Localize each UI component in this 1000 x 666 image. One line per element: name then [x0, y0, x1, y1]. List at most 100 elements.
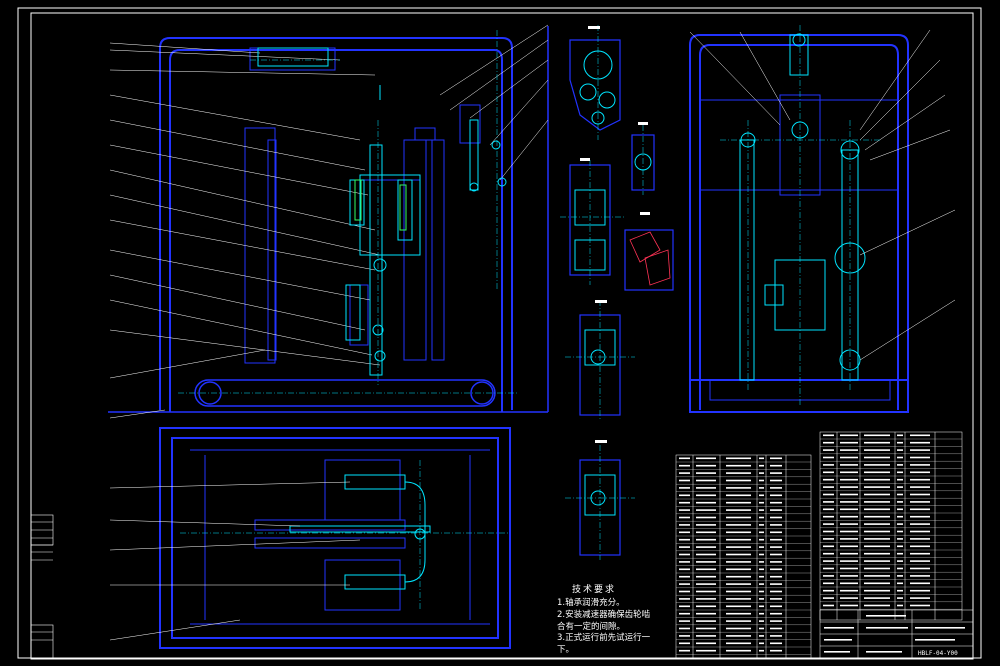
illegible-text-mark	[759, 524, 764, 526]
illegible-text-mark	[679, 501, 690, 504]
illegible-text-mark	[897, 545, 903, 548]
illegible-text-mark	[679, 464, 690, 467]
illegible-text-mark	[679, 494, 690, 497]
illegible-text-mark	[840, 464, 858, 466]
illegible-text-mark	[770, 487, 782, 489]
illegible-text-mark	[770, 524, 782, 526]
illegible-text-mark	[864, 508, 890, 511]
illegible-text-mark	[696, 531, 716, 534]
illegible-text-mark	[897, 508, 903, 511]
illegible-text-mark	[696, 649, 716, 652]
illegible-text-mark	[770, 509, 782, 511]
illegible-text-mark	[823, 471, 834, 474]
illegible-text-mark	[696, 524, 716, 526]
illegible-text-mark	[866, 615, 906, 617]
front-view	[108, 24, 549, 419]
parts-list-text-marks	[679, 434, 965, 653]
illegible-text-mark	[759, 553, 764, 556]
illegible-text-mark	[696, 575, 716, 578]
illegible-text-mark	[840, 441, 858, 444]
illegible-text-mark	[823, 567, 834, 570]
illegible-text-mark	[726, 590, 751, 593]
illegible-text-mark	[864, 471, 890, 474]
illegible-text-mark	[910, 582, 930, 585]
illegible-text-mark	[824, 639, 852, 641]
illegible-text-mark	[897, 478, 903, 481]
illegible-text-mark	[696, 642, 716, 645]
illegible-text-mark	[864, 441, 890, 444]
illegible-text-mark	[759, 590, 764, 593]
illegible-text-mark	[864, 589, 890, 592]
illegible-text-mark	[759, 642, 764, 645]
illegible-text-mark	[726, 546, 751, 548]
illegible-text-mark	[726, 553, 751, 556]
illegible-text-mark	[759, 605, 764, 608]
illegible-text-mark	[696, 590, 716, 593]
illegible-text-mark	[726, 501, 751, 504]
illegible-text-mark	[770, 598, 782, 600]
illegible-text-mark	[770, 590, 782, 593]
illegible-text-mark	[840, 523, 858, 525]
illegible-text-mark	[679, 590, 690, 593]
illegible-text-mark	[840, 508, 858, 511]
illegible-text-mark	[864, 545, 890, 548]
illegible-text-mark	[679, 546, 690, 548]
illegible-text-mark	[823, 449, 834, 451]
illegible-text-mark	[823, 434, 834, 437]
illegible-text-mark	[823, 560, 834, 562]
illegible-text-mark	[897, 486, 903, 488]
illegible-text-mark	[840, 589, 858, 592]
illegible-text-mark	[823, 604, 834, 607]
illegible-text-mark	[696, 538, 716, 541]
illegible-text-mark	[840, 538, 858, 540]
illegible-text-mark	[759, 509, 764, 511]
illegible-text-mark	[679, 561, 690, 563]
illegible-text-mark	[866, 651, 902, 653]
illegible-text-mark	[770, 546, 782, 548]
illegible-text-mark	[864, 486, 890, 488]
illegible-text-mark	[840, 434, 858, 437]
illegible-text-mark	[759, 583, 764, 585]
illegible-text-mark	[696, 472, 716, 474]
illegible-text-mark	[696, 457, 716, 460]
illegible-text-mark	[696, 612, 716, 615]
illegible-text-mark	[910, 493, 930, 496]
illegible-text-mark	[679, 472, 690, 474]
parts-list	[675, 431, 974, 659]
illegible-text-mark	[823, 589, 834, 592]
illegible-text-mark	[759, 575, 764, 578]
illegible-text-mark	[770, 568, 782, 571]
illegible-text-mark	[910, 449, 930, 451]
illegible-text-mark	[726, 620, 751, 622]
illegible-text-mark	[910, 478, 930, 481]
illegible-text-mark	[759, 516, 764, 519]
illegible-text-mark	[726, 494, 751, 497]
illegible-text-mark	[679, 524, 690, 526]
illegible-text-mark	[864, 597, 890, 599]
illegible-text-mark	[726, 642, 751, 645]
illegible-text-mark	[824, 651, 850, 653]
illegible-text-mark	[840, 530, 858, 533]
illegible-text-mark	[823, 530, 834, 533]
illegible-text-mark	[840, 597, 858, 599]
illegible-text-mark	[897, 515, 903, 518]
illegible-text-mark	[840, 552, 858, 555]
illegible-text-mark	[823, 441, 834, 444]
tech-notes-title: 技术要求	[572, 585, 617, 595]
illegible-text-mark	[770, 642, 782, 645]
illegible-text-mark	[770, 457, 782, 460]
illegible-text-mark	[864, 434, 890, 437]
illegible-text-mark	[864, 538, 890, 540]
illegible-text-mark	[770, 531, 782, 534]
illegible-text-mark	[759, 620, 764, 622]
illegible-text-mark	[726, 457, 751, 460]
illegible-text-mark	[864, 478, 890, 481]
illegible-text-mark	[726, 538, 751, 541]
illegible-text-mark	[840, 515, 858, 518]
illegible-text-mark	[759, 487, 764, 489]
illegible-text-mark	[726, 531, 751, 534]
illegible-text-mark	[897, 575, 903, 577]
illegible-text-mark	[866, 627, 908, 629]
illegible-text-mark	[726, 509, 751, 511]
illegible-text-mark	[864, 530, 890, 533]
